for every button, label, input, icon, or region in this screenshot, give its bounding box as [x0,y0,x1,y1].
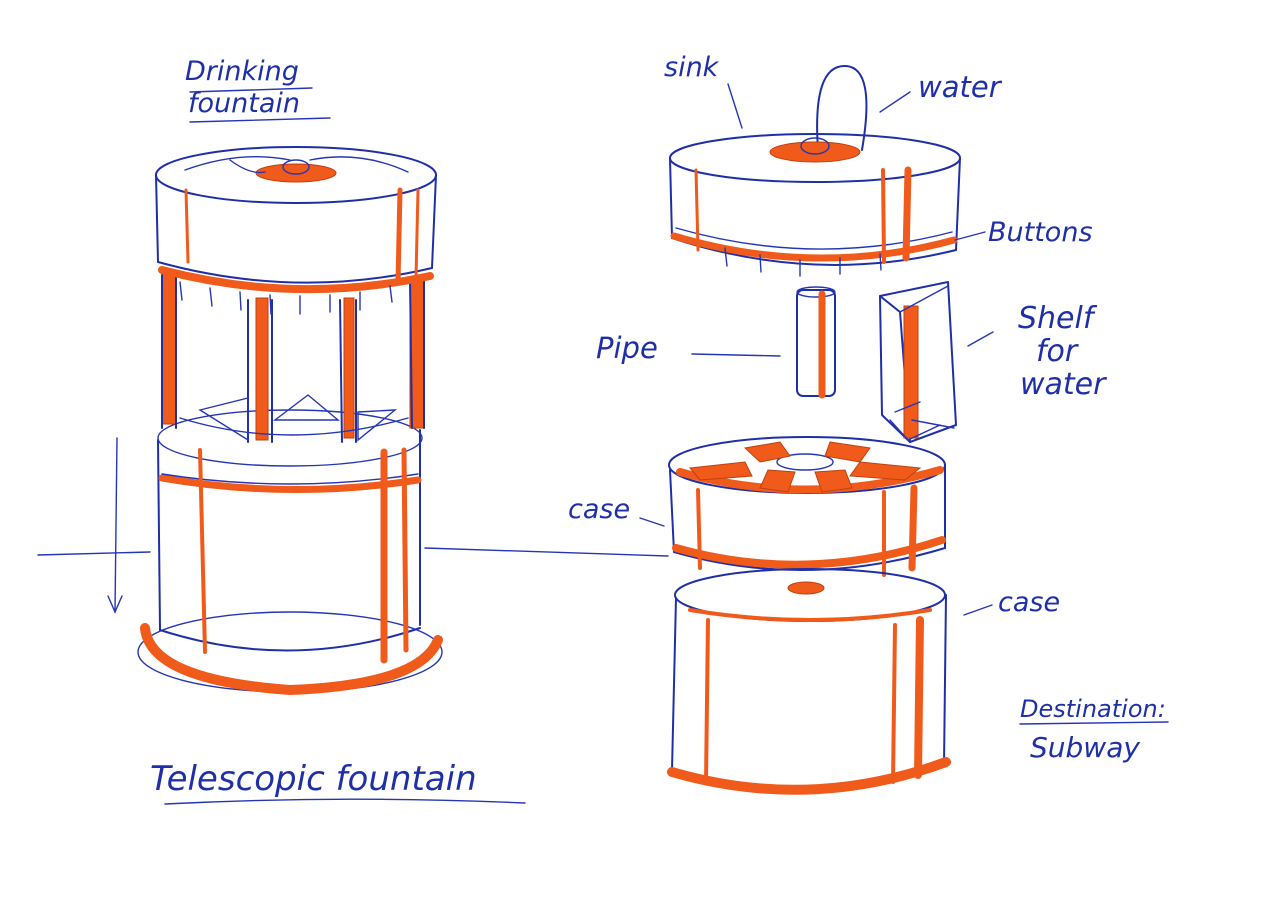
sink-label: sink [664,52,720,83]
destination-underline [1019,721,1169,725]
lower-cylinder [157,409,423,664]
shelf-part [879,281,957,443]
top-disc [155,146,437,315]
drinking-fountain-label-line2: fountain [188,88,300,119]
upper-case [668,436,946,577]
base-ring [137,611,443,696]
ground-line-left [37,551,151,556]
telescopic-fountain-label: Telescopic fountain [150,759,477,799]
pipe-part [796,286,836,399]
assembled-fountain [37,146,669,696]
leader-lines [639,83,994,616]
case-label-lower: case [998,587,1060,618]
lower-case [667,568,951,795]
shelf-label-line3: water [1020,367,1107,402]
shelf-label-line1: Shelf [1018,301,1098,336]
drinking-fountain-underline [189,87,331,123]
sink-disc [669,133,961,277]
telescopic-fountain-underline [164,798,526,805]
water-label: water [918,70,1003,104]
exploded-fountain [639,64,994,795]
telescoping-arrow [107,437,123,614]
telescoping-column [161,271,425,443]
water-tap [816,64,868,151]
drinking-fountain-label-line1: Drinking [185,56,299,87]
shelf-label-line2: for [1036,334,1079,369]
buttons-label: Buttons [988,217,1093,248]
ground-line-middle [424,547,669,557]
pipe-label: Pipe [596,331,658,365]
destination-label: Destination: [1020,695,1166,723]
destination-value: Subway [1030,731,1140,764]
case-label-upper: case [568,494,630,525]
